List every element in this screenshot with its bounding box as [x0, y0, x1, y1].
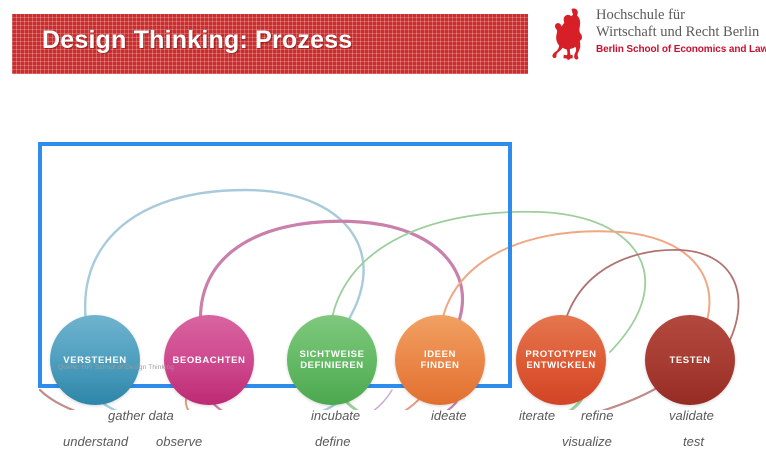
process-node-verstehen[interactable]: VERSTEHEN	[50, 315, 140, 405]
caption-label: refine	[581, 408, 614, 423]
process-node-testen[interactable]: TESTEN	[645, 315, 735, 405]
title-banner: Design Thinking: Prozess	[12, 14, 528, 74]
node-label: BEOBACHTEN	[172, 354, 246, 366]
node-label: IDEEN FINDEN	[420, 349, 460, 371]
process-node-prototypen-entwickeln[interactable]: PROTOTYPEN ENTWICKELN	[516, 315, 606, 405]
node-label: VERSTEHEN	[63, 354, 127, 366]
caption-row-container: gather data incubate ideate iterate refine va…	[0, 408, 766, 467]
process-node-beobachten[interactable]: BEOBACHTEN	[164, 315, 254, 405]
logo-line-2: Wirtschaft und Recht Berlin	[596, 23, 760, 40]
design-thinking-process-diagram: VERSTEHEN BEOBACHTEN SICHTWEISE DEFINIER…	[0, 90, 766, 410]
node-label: SICHTWEISE DEFINIEREN	[299, 349, 365, 371]
caption-label: ideate	[431, 408, 467, 423]
caption-label: validate	[669, 408, 714, 423]
berlin-bear-icon	[552, 8, 583, 60]
caption-label: gather data	[108, 408, 174, 423]
logo-text-block: Hochschule für Wirtschaft und Recht Berl…	[596, 7, 766, 55]
caption-label: test	[683, 434, 704, 449]
process-node-ideen-finden[interactable]: IDEEN FINDEN	[395, 315, 485, 405]
caption-label: define	[315, 434, 351, 449]
process-node-sichtweise-definieren[interactable]: SICHTWEISE DEFINIEREN	[287, 315, 377, 405]
caption-label: observe	[156, 434, 203, 449]
node-label: TESTEN	[669, 354, 711, 366]
caption-label: understand	[63, 434, 129, 449]
logo-line-1: Hochschule für	[596, 7, 685, 23]
source-note: Quelle: HPI School of Design Thinking	[58, 364, 174, 371]
caption-label: visualize	[562, 434, 612, 449]
node-label: PROTOTYPEN ENTWICKELN	[525, 349, 597, 371]
caption-label: incubate	[311, 408, 361, 423]
slide-header: Design Thinking: Prozess Hochschule für …	[0, 0, 766, 90]
logo-line-3: Berlin School of Economics and Law	[596, 44, 766, 55]
institution-logo: Hochschule für Wirtschaft und Recht Berl…	[548, 7, 766, 66]
caption-label: iterate	[519, 408, 556, 423]
highlight-box	[38, 142, 512, 388]
page-title: Design Thinking: Prozess	[42, 26, 353, 54]
